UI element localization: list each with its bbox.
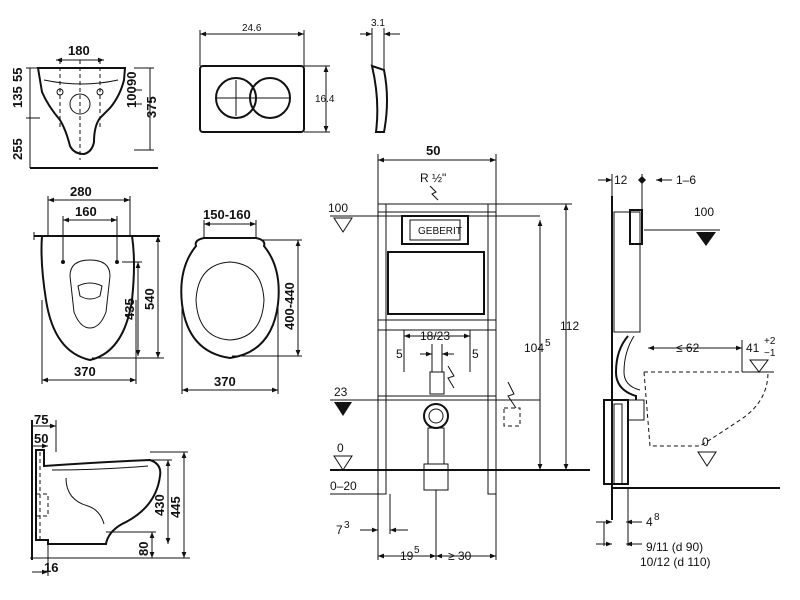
bowl-side-view: 75 50 430 445 80 16 — [30, 412, 190, 576]
frame-5a-label: 5 — [396, 347, 403, 361]
rs-41-sub: −1 — [764, 348, 776, 359]
triangle-level-icon — [334, 402, 352, 416]
frame-7-label: 7 — [336, 523, 343, 537]
frame-19-sup: 5 — [414, 545, 420, 556]
side-total-label: 445 — [168, 496, 183, 518]
water-supply-icon — [429, 185, 439, 201]
seat-view: 150-160 400-440 370 — [180, 207, 302, 394]
side-top-label: 75 — [34, 412, 48, 427]
rs-12-label: 12 — [614, 173, 628, 187]
triangle-level-icon — [696, 232, 716, 246]
bowl-front-view: 180 135 55 255 90 100 375 — [10, 43, 159, 169]
lightning-icon — [507, 381, 517, 409]
side-section-view: 12 1–6 100 ≤ 62 41 +2 −1 0 4 8 9/11 (d 9… — [596, 173, 780, 569]
rs-100-label: 100 — [694, 205, 714, 219]
triangle-level-icon — [697, 451, 717, 467]
rs-41-label: 41 — [746, 341, 760, 355]
triangle-level-icon — [333, 217, 353, 233]
side-mid-label: 430 — [152, 494, 167, 516]
rs-41-sup: +2 — [764, 336, 776, 347]
bowl-right-a-label: 90 — [124, 72, 139, 86]
frame-19-label: 19 — [400, 549, 414, 563]
rs-1012-label: 10/12 (d 110) — [640, 555, 711, 569]
frame-020-label: 0–20 — [330, 479, 357, 493]
side-floor-label: 80 — [136, 542, 151, 556]
frame-104-sup: 5 — [545, 338, 551, 349]
plan-width-label: 280 — [70, 184, 92, 199]
seat-top-label: 150-160 — [203, 207, 251, 222]
rs-4-label: 4 — [646, 515, 653, 529]
plate-depth-label: 3.1 — [371, 18, 385, 29]
frame-7-sup: 3 — [344, 520, 350, 531]
triangle-level-icon — [333, 455, 353, 471]
plan-mid-label: 435 — [122, 298, 137, 320]
side-top2-label: 50 — [34, 431, 48, 446]
frame-supply-label: R ½" — [420, 171, 446, 185]
plate-width-label: 24.6 — [242, 23, 262, 34]
frame-23-label: 23 — [334, 385, 348, 399]
rs-62-label: ≤ 62 — [676, 341, 700, 355]
brand-label: GEBERIT — [418, 226, 462, 237]
bowl-right-b-label: 100 — [124, 86, 139, 108]
rs-911-label: 9/11 (d 90) — [646, 540, 703, 554]
lightning-icon — [447, 365, 455, 389]
bowl-left-bottom-label: 255 — [10, 138, 25, 160]
bowl-right-total-label: 375 — [144, 96, 159, 118]
installation-frame-view: GEBERIT 50 R ½" 100 112 104 5 18/23 — [328, 143, 590, 563]
triangle-level-icon — [749, 359, 769, 373]
flush-plate-view: 24.6 16.4 3.1 — [199, 18, 400, 133]
bowl-plan-view: 280 160 435 540 370 — [33, 184, 164, 384]
frame-height-label: 112 — [560, 319, 579, 333]
frame-0-label: 0 — [337, 441, 344, 455]
frame-1823-label: 18/23 — [420, 329, 450, 343]
side-bottom-label: 16 — [44, 560, 58, 575]
frame-30-label: ≥ 30 — [448, 549, 472, 563]
frame-104-label: 104 — [524, 341, 544, 355]
rs-16-label: 1–6 — [676, 173, 696, 187]
seat-bottom-label: 370 — [214, 374, 236, 389]
bowl-left-top-label: 135 — [10, 86, 25, 108]
bowl-top-width-label: 180 — [68, 43, 90, 58]
bowl-left-top2-label: 55 — [10, 68, 25, 82]
frame-5b-label: 5 — [472, 347, 479, 361]
rs-0-label: 0 — [702, 435, 709, 449]
seat-side-label: 400-440 — [282, 282, 297, 330]
plate-height-label: 16.4 — [315, 94, 335, 105]
frame-width-label: 50 — [426, 143, 440, 158]
plan-bottom-label: 370 — [74, 364, 96, 379]
plan-total-label: 540 — [142, 288, 157, 310]
plan-inner-label: 160 — [75, 204, 97, 219]
rs-4-sup: 8 — [654, 512, 660, 523]
frame-left-100-label: 100 — [328, 201, 348, 215]
